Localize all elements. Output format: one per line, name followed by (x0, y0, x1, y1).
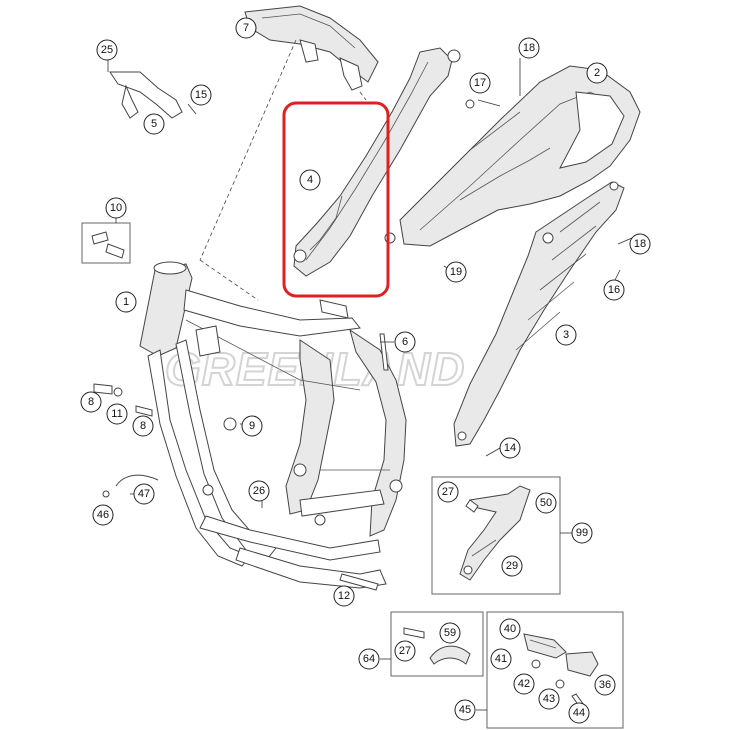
svg-text:29: 29 (506, 560, 518, 572)
svg-text:27: 27 (442, 486, 454, 498)
callout-9: 9 (241, 415, 263, 437)
callout-15: 15 (190, 84, 212, 106)
part-10-kit (81, 218, 131, 264)
svg-text:36: 36 (599, 679, 611, 691)
svg-text:45: 45 (459, 704, 471, 716)
svg-text:6: 6 (402, 336, 408, 348)
callout-36: 36 (594, 674, 616, 696)
callout-41: 41 (490, 648, 512, 670)
callout-18b: 18 (629, 233, 651, 255)
callout-14: 14 (499, 437, 521, 459)
svg-text:8: 8 (88, 396, 94, 408)
callout-45: 45 (454, 699, 476, 721)
svg-text:12: 12 (338, 590, 350, 602)
svg-text:40: 40 (504, 623, 516, 635)
callout-10: 10 (105, 197, 127, 219)
svg-text:15: 15 (195, 89, 207, 101)
callout-40: 40 (499, 618, 521, 640)
callout-27b: 27 (394, 640, 416, 662)
svg-text:1: 1 (123, 296, 129, 308)
callout-25: 25 (96, 39, 118, 61)
svg-text:17: 17 (474, 77, 486, 89)
callout-3: 3 (555, 324, 577, 346)
callout-59: 59 (439, 622, 461, 644)
part-2-subframe (384, 58, 641, 247)
part-5-bracket (107, 60, 197, 119)
svg-text:59: 59 (444, 627, 456, 639)
callout-4: 4 (299, 169, 321, 191)
svg-text:99: 99 (576, 527, 588, 539)
svg-text:18: 18 (634, 238, 646, 250)
svg-text:4: 4 (307, 174, 313, 186)
callout-42: 42 (513, 673, 535, 695)
box-64-assembly (380, 611, 484, 677)
svg-text:18: 18 (523, 42, 535, 54)
svg-text:41: 41 (495, 653, 507, 665)
svg-text:64: 64 (363, 653, 375, 665)
callout-43: 43 (538, 688, 560, 710)
svg-text:11: 11 (111, 408, 122, 420)
svg-text:50: 50 (540, 497, 552, 509)
callout-18a: 18 (518, 37, 540, 59)
callout-8b: 8 (132, 415, 154, 437)
box-99-assembly (431, 476, 572, 595)
callout-44: 44 (568, 702, 590, 724)
svg-text:19: 19 (450, 266, 462, 278)
box-45-assembly (476, 611, 624, 729)
svg-text:3: 3 (563, 329, 569, 341)
callout-50: 50 (535, 492, 557, 514)
svg-text:8: 8 (140, 420, 146, 432)
callout-99: 99 (571, 522, 593, 544)
svg-text:16: 16 (608, 284, 620, 296)
part-7-bracket (199, 5, 379, 301)
callout-47: 47 (133, 483, 155, 505)
svg-text:10: 10 (110, 202, 122, 214)
callout-11: 11 (106, 403, 128, 425)
svg-text:46: 46 (97, 509, 109, 521)
callout-27a: 27 (437, 481, 459, 503)
svg-text:42: 42 (518, 678, 530, 690)
callout-26: 26 (248, 480, 270, 502)
callout-8a: 8 (80, 391, 102, 413)
callout-64: 64 (358, 648, 380, 670)
callout-19: 19 (445, 261, 467, 283)
callout-46: 46 (92, 504, 114, 526)
callout-17: 17 (469, 72, 491, 94)
callout-5: 5 (143, 113, 165, 135)
callout-1: 1 (115, 291, 137, 313)
svg-text:14: 14 (504, 442, 516, 454)
svg-text:44: 44 (573, 707, 585, 719)
svg-text:25: 25 (101, 44, 113, 56)
svg-text:2: 2 (594, 67, 600, 79)
part-4-rail (293, 47, 461, 277)
svg-text:9: 9 (249, 420, 255, 432)
callout-29: 29 (501, 555, 523, 577)
callout-12: 12 (333, 585, 355, 607)
svg-text:7: 7 (243, 22, 249, 34)
svg-text:5: 5 (151, 118, 157, 130)
part-1-frame (139, 261, 407, 589)
highlight-box-part-4 (282, 101, 390, 298)
callout-2: 2 (586, 62, 608, 84)
callout-6: 6 (394, 331, 416, 353)
svg-text:27: 27 (399, 645, 411, 657)
callout-7: 7 (235, 17, 257, 39)
callout-16: 16 (603, 279, 625, 301)
svg-text:26: 26 (253, 485, 265, 497)
svg-text:43: 43 (543, 693, 555, 705)
svg-text:47: 47 (138, 488, 150, 500)
